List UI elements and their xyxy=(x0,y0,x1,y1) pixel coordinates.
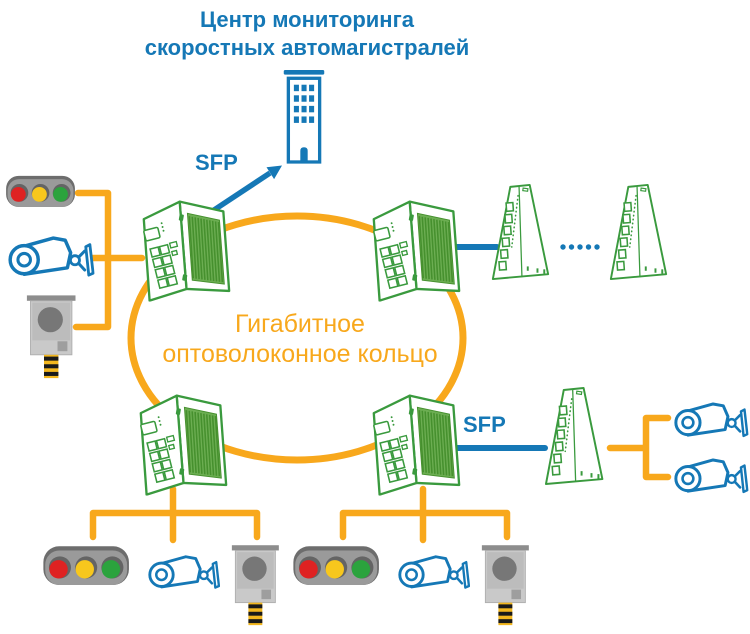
din-rail-switch-3 xyxy=(544,386,604,486)
page-title-line2: скоростных автомагистралей xyxy=(144,35,470,61)
cctv-camera-bottom-1 xyxy=(148,555,221,590)
traffic-light-left xyxy=(6,175,75,207)
building-icon xyxy=(282,70,326,164)
uplink-arrow-icon xyxy=(209,165,282,215)
fiber-ring xyxy=(127,212,467,464)
left-devices-connector xyxy=(72,189,146,331)
switch-top-left xyxy=(141,200,231,302)
bottom-right-devices-connector xyxy=(339,485,511,544)
switch-bottom-right xyxy=(371,394,461,496)
right-cameras-connector xyxy=(606,414,672,481)
traffic-light-bottom-2 xyxy=(293,546,379,585)
page-title-line1: Центр мониторинга xyxy=(200,7,414,32)
bottom-left-devices-connector xyxy=(89,485,261,544)
cctv-camera-bottom-2 xyxy=(398,555,471,590)
cctv-camera-right-1 xyxy=(674,402,749,438)
switch-top-right xyxy=(371,200,461,302)
switch-bottom-left xyxy=(138,394,228,496)
cctv-camera-right-2 xyxy=(674,458,749,494)
sfp-right-label: SFP xyxy=(463,412,506,437)
speed-camera-bottom-1 xyxy=(231,544,280,626)
cctv-camera-left xyxy=(8,236,95,277)
speed-camera-left xyxy=(26,294,76,379)
fiber-ring-label: Гигабитное оптоволоконное кольцо xyxy=(140,310,460,369)
speed-camera-bottom-2 xyxy=(481,544,530,626)
din-rail-switch-2 xyxy=(609,183,668,280)
fiber-ring-label-line1: Гигабитное xyxy=(235,310,365,338)
fiber-ring-label-line2: оптоволоконное кольцо xyxy=(162,339,438,368)
traffic-light-bottom-1 xyxy=(43,546,129,585)
page-title: Центр мониторинга скоростных автомагистр… xyxy=(107,6,507,62)
din-rail-switch-1 xyxy=(491,183,550,280)
ellipsis-dots-icon xyxy=(560,244,600,250)
sfp-uplink-label: SFP xyxy=(195,150,238,175)
